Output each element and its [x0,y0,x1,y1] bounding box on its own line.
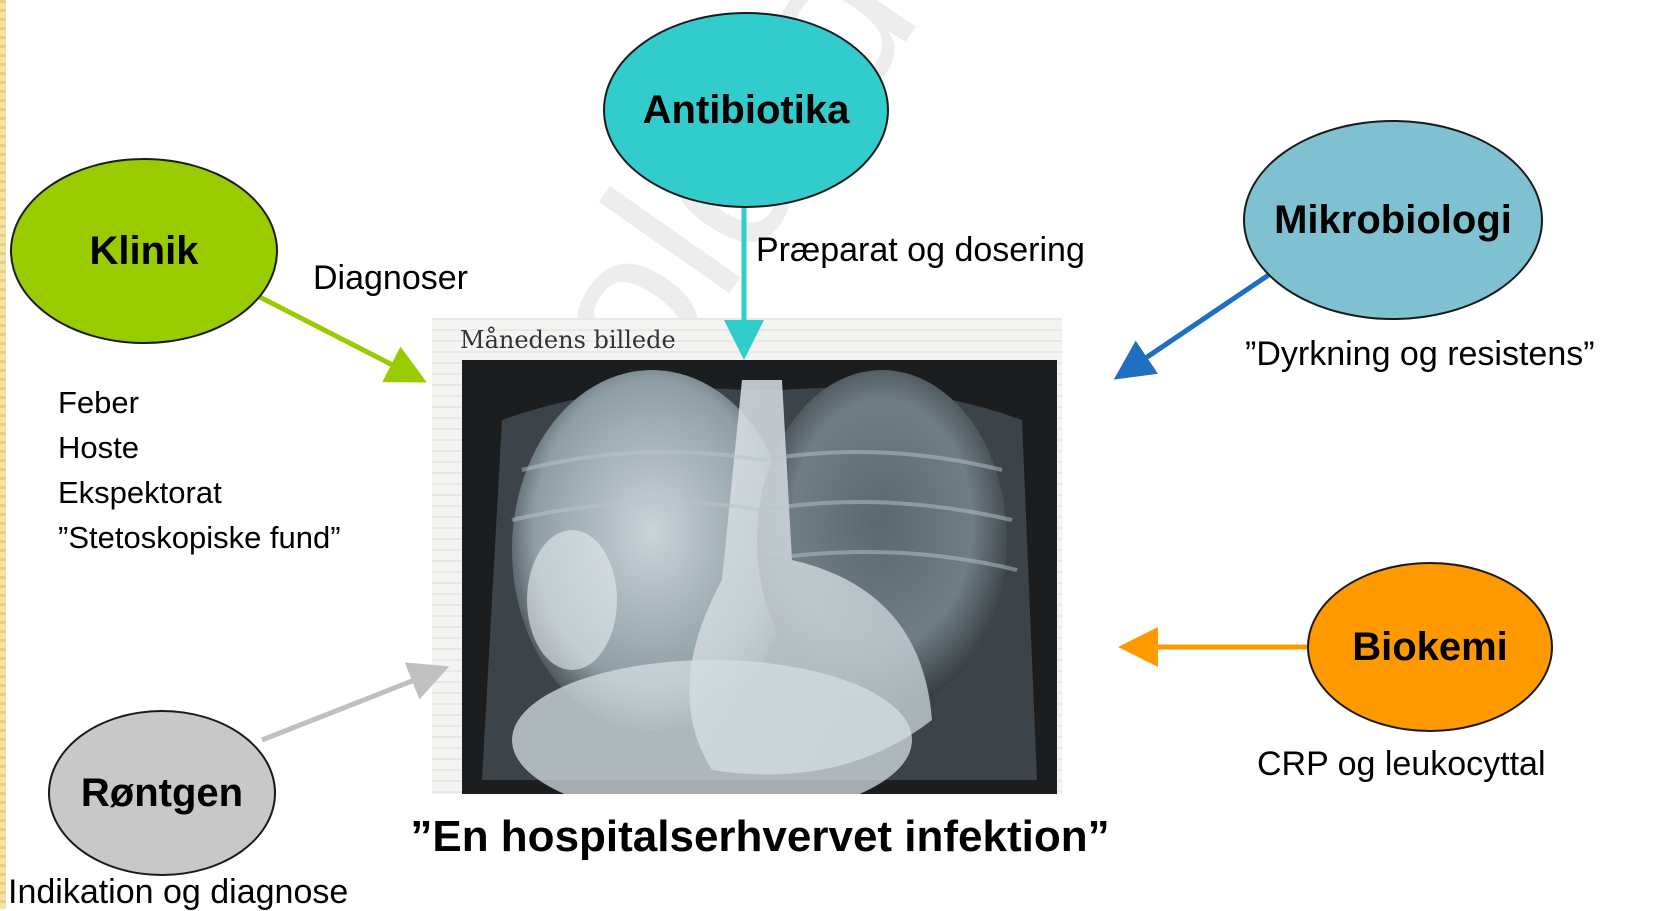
caption-biokemi: CRP og leukocyttal [1257,747,1546,781]
symptom-item: Feber [58,380,341,425]
symptom-item: ”Stetoskopiske fund” [58,515,341,560]
symptom-item: Ekspektorat [58,470,341,515]
node-rontgen-label: Røntgen [81,771,243,816]
node-klinik: Klinik [10,158,278,344]
node-mikrobiologi-label: Mikrobiologi [1274,198,1512,243]
caption-antibiotika: Præparat og dosering [756,233,1085,267]
node-antibiotika: Antibiotika [603,12,889,208]
arrow-klinik [246,290,418,378]
caption-mikrobiologi: ”Dyrkning og resistens” [1245,337,1595,371]
node-antibiotika-label: Antibiotika [643,88,850,133]
node-mikrobiologi: Mikrobiologi [1243,120,1543,320]
figure-title: ”En hospitalserhvervet infektion” [0,812,1520,862]
node-klinik-label: Klinik [90,229,199,274]
symptom-list: Feber Hoste Ekspektorat ”Stetoskopiske f… [58,380,341,560]
symptom-item: Hoste [58,425,341,470]
caption-rontgen: Indikation og diagnose [8,875,348,909]
arrow-rontgen [262,670,440,740]
node-biokemi-label: Biokemi [1352,625,1508,670]
node-biokemi: Biokemi [1307,562,1553,732]
caption-klinik: Diagnoser [313,261,468,295]
